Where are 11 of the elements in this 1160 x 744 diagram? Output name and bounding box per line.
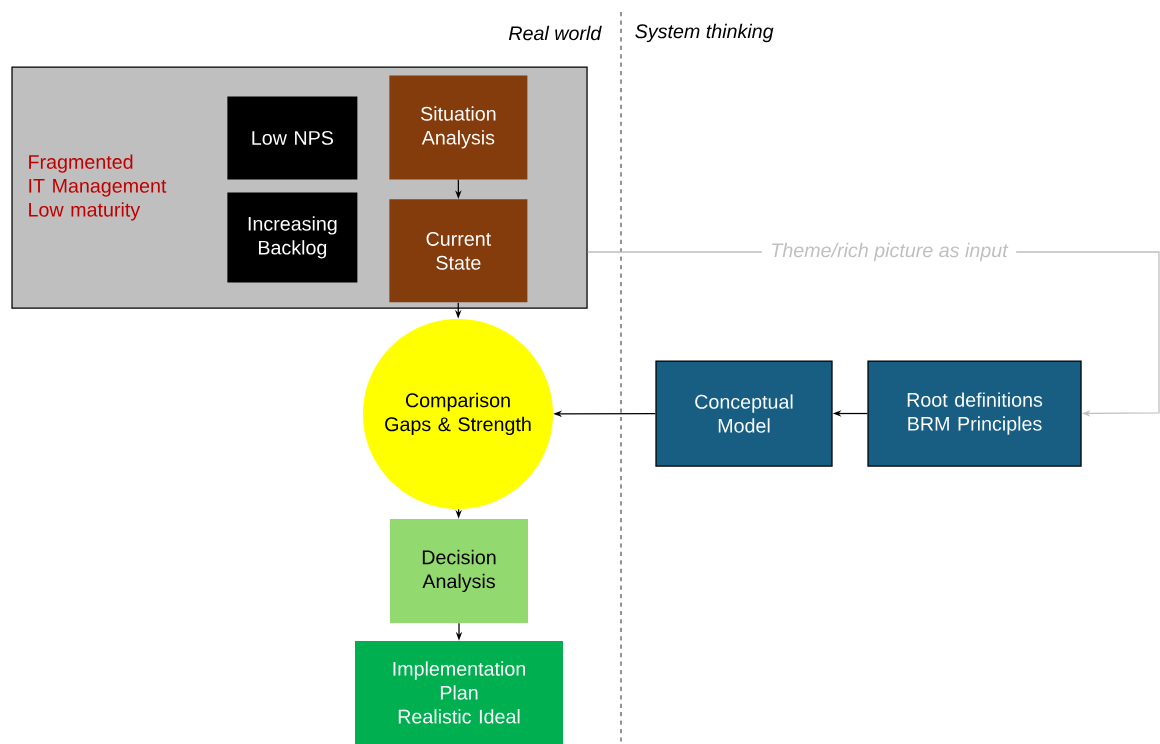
process-box: Current State <box>389 199 528 303</box>
process-box: Implementation Plan Realistic Ideal <box>355 640 563 744</box>
edge-label: Theme/rich picture as input <box>772 242 1009 262</box>
process-box: Increasing Backlog <box>227 192 358 283</box>
process-box: Low NPS <box>227 96 358 180</box>
process-box: Situation Analysis <box>389 75 528 180</box>
process-box: Decision Analysis <box>390 519 528 623</box>
column-heading: Real world <box>508 25 602 41</box>
process-box: Conceptual Model <box>655 360 833 467</box>
process-box: Root definitions BRM Principles <box>867 360 1082 467</box>
column-heading: System thinking <box>635 23 774 43</box>
